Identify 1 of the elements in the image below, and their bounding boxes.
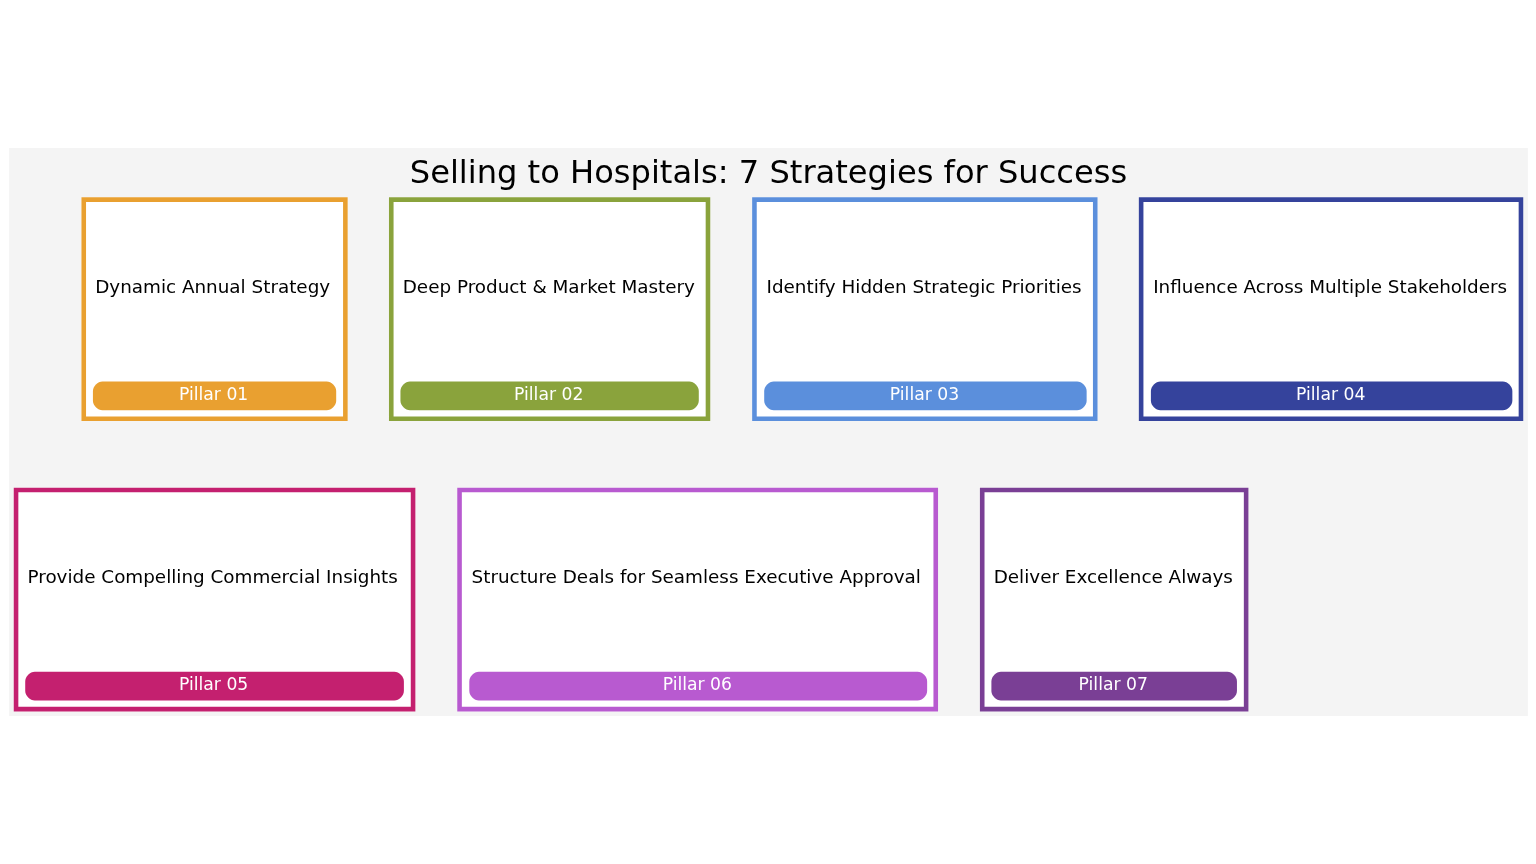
diagram-title: Selling to Hospitals: 7 Strategies for Success	[409, 152, 1127, 191]
